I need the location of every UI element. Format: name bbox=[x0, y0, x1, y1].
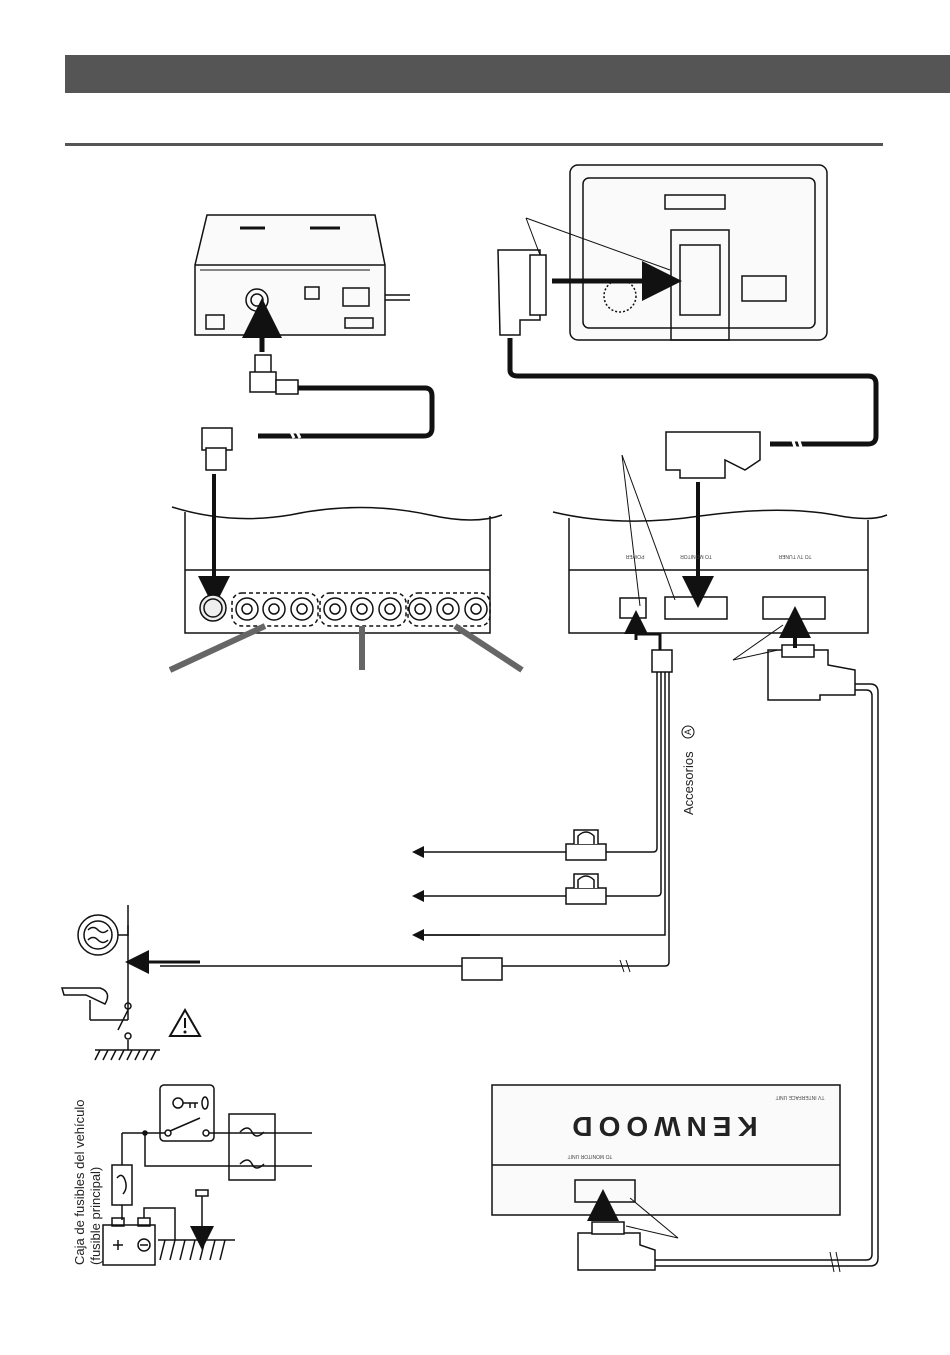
monitor-rear bbox=[570, 165, 827, 340]
ignition-switch bbox=[160, 1085, 214, 1141]
svg-text:A: A bbox=[683, 729, 693, 735]
fuse-block bbox=[229, 1114, 275, 1180]
power-wiring bbox=[112, 1131, 312, 1220]
av-interface-box bbox=[172, 507, 502, 633]
monitor-cable bbox=[510, 338, 876, 444]
tv-unit-top-label: TV INTERFACE UNIT bbox=[776, 1094, 825, 1100]
battery bbox=[103, 1208, 175, 1265]
tv-interface-unit bbox=[492, 1085, 840, 1215]
tv-unit-plug bbox=[578, 1222, 655, 1270]
inline-fuse-1 bbox=[566, 830, 606, 860]
chassis-ground bbox=[158, 1190, 235, 1260]
warning-icon bbox=[170, 1010, 200, 1036]
parking-brake-switch bbox=[62, 988, 160, 1060]
tv-unit-port-label: TO MONITOR UNIT bbox=[568, 1153, 613, 1159]
port-label-power: POWER bbox=[625, 553, 644, 559]
head-unit-cable bbox=[202, 355, 432, 470]
tv-unit-brand: KENWOOD bbox=[566, 1111, 757, 1142]
inline-fuse-2 bbox=[566, 874, 606, 904]
fuse-box-label-line2: (fusible principal) bbox=[88, 1167, 103, 1265]
port-label-to-monitor: TO MONITOR bbox=[680, 553, 712, 559]
accessory-mark: A bbox=[682, 726, 694, 738]
head-unit bbox=[195, 215, 410, 335]
fuse-box-label-line1: Caja de fusibles del vehículo bbox=[72, 1100, 87, 1266]
tv-tuner-plug bbox=[768, 645, 855, 700]
power-harness bbox=[160, 622, 672, 966]
monitor-interface-box bbox=[553, 510, 887, 633]
accessory-label: Accesorios bbox=[681, 751, 696, 815]
port-label-to-tv-tuner: TO TV TUNER bbox=[778, 553, 811, 559]
monitor-plug bbox=[666, 432, 760, 478]
resistor-block bbox=[462, 958, 502, 980]
monitor-connector bbox=[498, 250, 546, 335]
